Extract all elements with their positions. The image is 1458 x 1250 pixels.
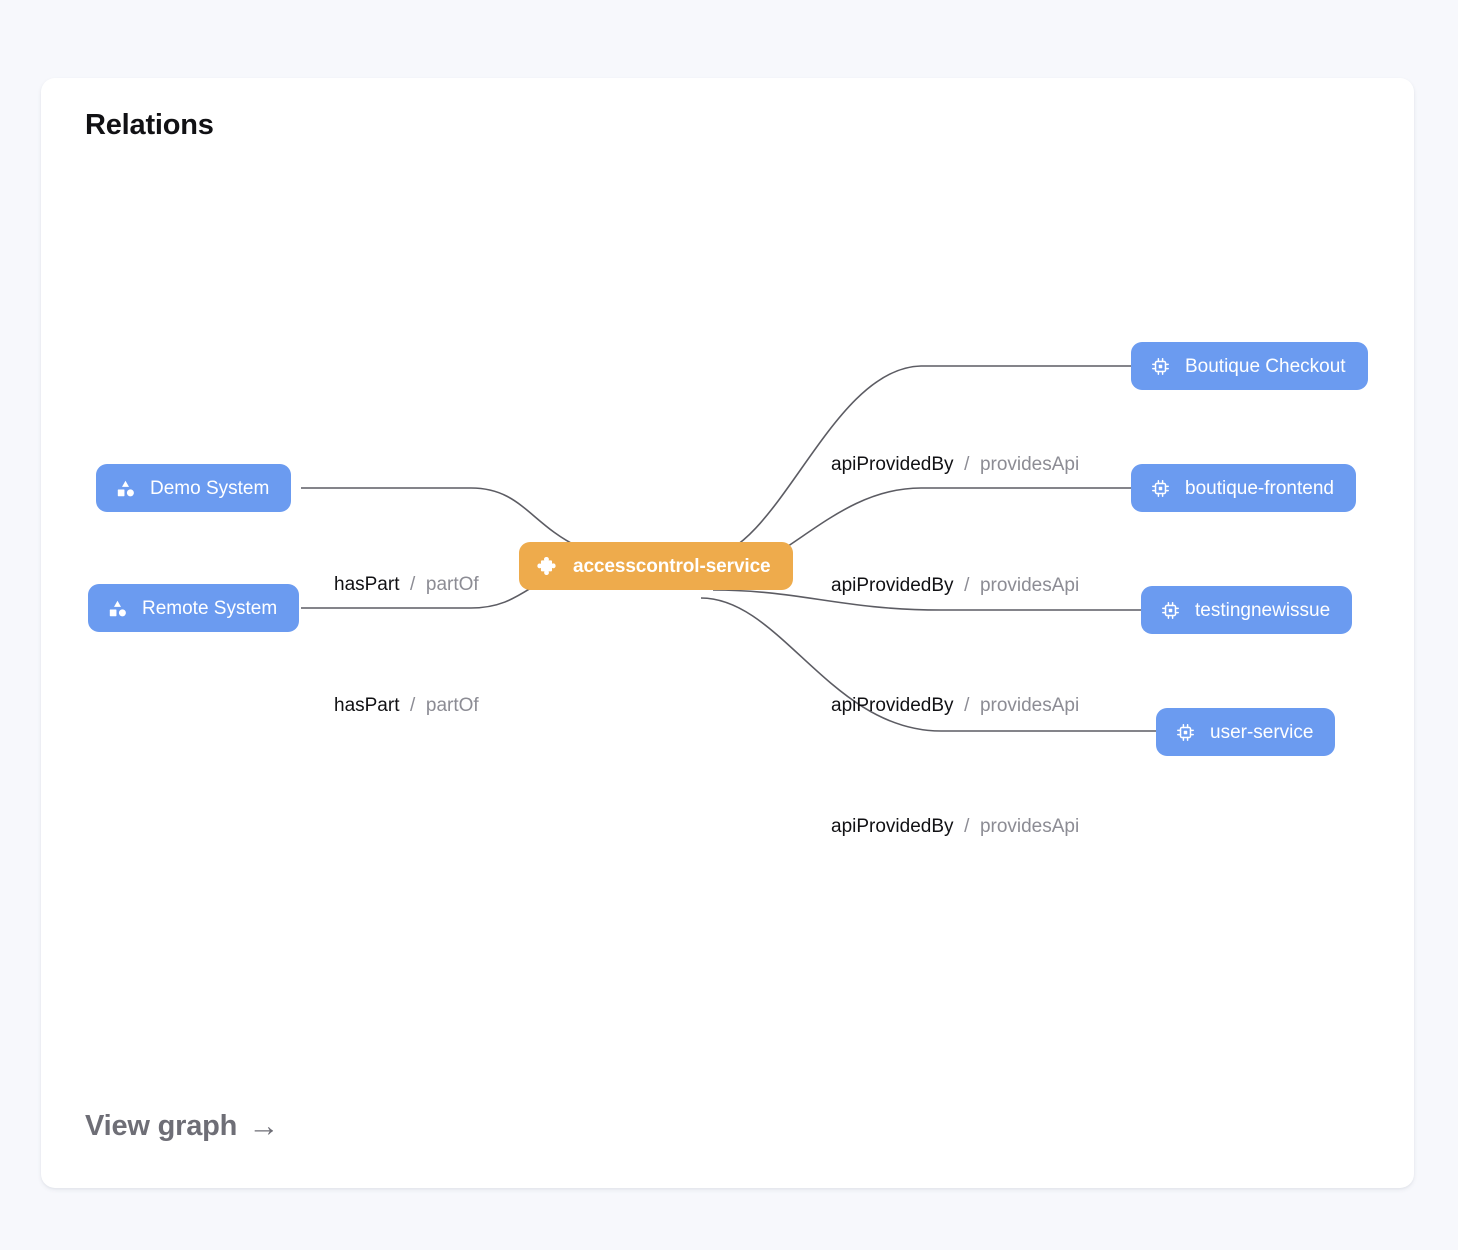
edge-label-forward: apiProvidedBy [831,816,954,837]
arrow-right-icon: → [248,1108,279,1143]
edge-label-reverse: providesApi [979,816,1080,837]
edge-label-boutique-checkout: apiProvidedBy / providesApi [831,455,1079,474]
graph-node-label: testingnewissue [1195,599,1331,621]
edge-label-forward: apiProvidedBy [831,695,954,716]
relations-graph[interactable]: Demo System Remote System accesscontrol-… [41,78,1414,1188]
edge-label-reverse: providesApi [979,454,1080,475]
edge-label-forward: apiProvidedBy [831,575,954,596]
edge-label-reverse: providesApi [979,695,1080,716]
edge-label-demo-system: hasPart / partOf [334,575,479,594]
edge-label-reverse: partOf [425,695,479,716]
graph-node-label: Boutique Checkout [1185,355,1346,377]
edge-label-boutique-frontend: apiProvidedBy / providesApi [831,576,1079,595]
graph-node-label: Remote System [142,597,278,619]
chip-api-icon [1149,477,1171,499]
chip-api-icon [1149,355,1171,377]
edge-label-separator: / [958,695,975,716]
shapes-system-icon [114,477,136,499]
view-graph-label: View graph [85,1109,238,1142]
chip-api-icon [1159,599,1181,621]
edge-label-remote-system: hasPart / partOf [334,696,479,715]
edge-label-forward: hasPart [334,574,400,595]
graph-node-label: user-service [1210,721,1314,743]
edge-label-separator: / [404,574,421,595]
puzzle-piece-icon [537,555,559,577]
chip-api-icon [1174,721,1196,743]
graph-node-label: boutique-frontend [1185,477,1334,499]
edge-label-forward: hasPart [334,695,400,716]
edge-label-reverse: partOf [425,574,479,595]
graph-node-boutique-checkout[interactable]: Boutique Checkout [1131,342,1368,390]
graph-node-accesscontrol-service[interactable]: accesscontrol-service [519,542,793,590]
page-title: Relations [85,109,214,141]
graph-node-label: accesscontrol-service [573,555,771,577]
edge-label-reverse: providesApi [979,575,1080,596]
view-graph-link[interactable]: View graph → [85,1108,279,1144]
graph-node-user-service[interactable]: user-service [1156,708,1336,756]
edge-label-separator: / [958,454,975,475]
edge-label-user-service: apiProvidedBy / providesApi [831,817,1079,836]
graph-node-demo-system[interactable]: Demo System [96,464,292,512]
graph-node-remote-system[interactable]: Remote System [88,584,300,632]
edge-label-separator: / [958,816,975,837]
shapes-system-icon [106,597,128,619]
graph-node-label: Demo System [150,477,270,499]
edge-label-separator: / [958,575,975,596]
edge-label-testingnewissue: apiProvidedBy / providesApi [831,696,1079,715]
graph-node-testingnewissue[interactable]: testingnewissue [1141,586,1353,634]
graph-node-boutique-frontend[interactable]: boutique-frontend [1131,464,1356,512]
edge-label-separator: / [404,695,421,716]
relations-card: Relations [41,78,1414,1188]
edge-label-forward: apiProvidedBy [831,454,954,475]
